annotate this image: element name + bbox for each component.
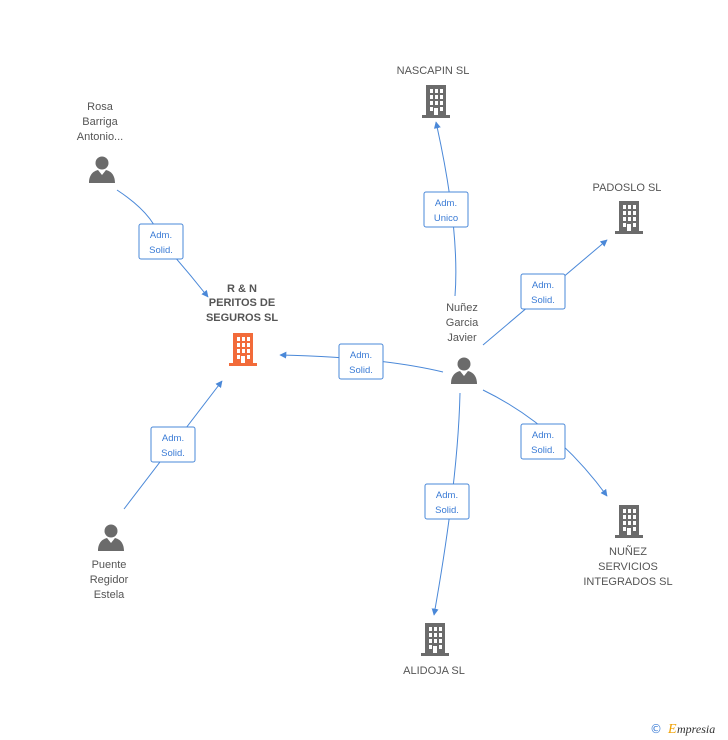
person-icon [89, 156, 115, 183]
edge-label-puente-main: Adm. Solid. [150, 426, 196, 463]
edge-label-rosa-main: Adm. Solid. [138, 223, 184, 260]
node-person-rosa[interactable]: Rosa Barriga Antonio... [77, 101, 123, 183]
building-icon [229, 333, 257, 366]
brand-logo-text: mpresia [677, 722, 715, 736]
brand-logo-initial: E [667, 722, 677, 737]
node-company-padoslo[interactable]: PADOSLO SL [593, 182, 662, 234]
edge-label-line-1: Adm. [532, 280, 554, 291]
node-label-line: Garcia [446, 317, 479, 329]
edge-label-line-1: Adm. [532, 430, 554, 441]
building-icon [615, 505, 643, 538]
node-label-line: SEGUROS SL [206, 312, 278, 324]
edge-label-line-2: Solid. [349, 365, 373, 376]
node-label-line: ALIDOJA SL [403, 665, 465, 677]
node-label-line: SERVICIOS [598, 561, 658, 573]
node-label-line: INTEGRADOS SL [583, 576, 672, 588]
edge-label-nunez-main: Adm. Solid. [338, 343, 384, 380]
node-label-line: Regidor [90, 574, 129, 586]
edge-label-line-1: Adm. [436, 490, 458, 501]
person-icon [98, 524, 124, 551]
node-company-nascapin[interactable]: NASCAPIN SL [397, 65, 470, 118]
edge-label-line-1: Adm. [162, 433, 184, 444]
edge-label-line-2: Unico [434, 213, 458, 224]
edge-label-line-1: Adm. [435, 198, 457, 209]
building-icon [422, 85, 450, 118]
node-person-puente[interactable]: Puente Regidor Estela [90, 524, 129, 602]
footer-brand[interactable]: © E mpresia [650, 722, 715, 737]
node-company-nunez-servicios[interactable]: NUÑEZ SERVICIOS INTEGRADOS SL [583, 505, 673, 588]
node-label-line: Barriga [82, 116, 118, 128]
node-company-alidoja[interactable]: ALIDOJA SL [403, 623, 465, 677]
edge-label-line-1: Adm. [350, 350, 372, 361]
node-label-line: Estela [94, 589, 125, 601]
node-label-line: PADOSLO SL [593, 182, 662, 194]
node-label-line: NUÑEZ [609, 545, 647, 558]
node-label-line: PERITOS DE [209, 297, 275, 309]
node-label-line: Puente [92, 559, 127, 571]
node-label-line: Nuñez [446, 302, 478, 314]
edge-label-nunez-nascapin: Adm. Unico [423, 191, 469, 228]
node-label-line: R & N [227, 283, 257, 295]
edge-label-line-2: Solid. [161, 448, 185, 459]
node-main-company[interactable]: R & N PERITOS DE SEGUROS SL [206, 283, 278, 366]
edge-label-line-2: Solid. [149, 245, 173, 256]
edge-label-nunez-alidoja: Adm. Solid. [424, 483, 470, 520]
copyright-icon: © [650, 722, 662, 736]
edge-label-line-1: Adm. [150, 230, 172, 241]
node-label-line: Antonio... [77, 131, 123, 143]
node-label-line: NASCAPIN SL [397, 65, 470, 77]
person-icon [451, 357, 477, 384]
edge-label-nunez-servicios: Adm. Solid. [520, 423, 566, 460]
node-label-line: Javier [447, 332, 477, 344]
node-person-nunez[interactable]: Nuñez Garcia Javier [446, 302, 479, 384]
edge-label-line-2: Solid. [531, 445, 555, 456]
node-label-line: Rosa [87, 101, 114, 113]
edge-label-line-2: Solid. [531, 295, 555, 306]
building-icon [615, 201, 643, 234]
edge-label-line-2: Solid. [435, 505, 459, 516]
edge-label-nunez-padoslo: Adm. Solid. [520, 273, 566, 310]
building-icon [421, 623, 449, 656]
